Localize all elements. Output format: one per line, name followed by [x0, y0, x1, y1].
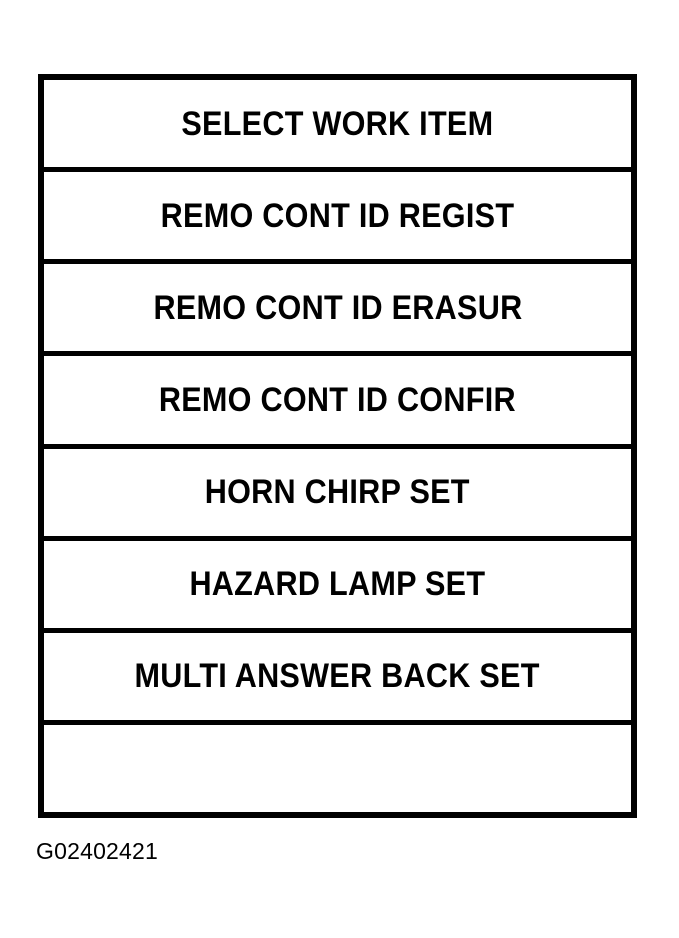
menu-row-blank	[44, 724, 631, 812]
menu-row-label: HORN CHIRP SET	[204, 473, 471, 512]
menu-item-hazard-lamp-set[interactable]: HAZARD LAMP SET	[44, 540, 631, 633]
menu-row-label: MULTI ANSWER BACK SET	[134, 657, 541, 696]
menu-item-multi-answer-back-set[interactable]: MULTI ANSWER BACK SET	[44, 632, 631, 725]
menu-row-label: REMO CONT ID ERASUR	[153, 288, 522, 327]
menu-row-header: SELECT WORK ITEM	[44, 80, 631, 173]
menu-row-label: HAZARD LAMP SET	[189, 565, 486, 604]
menu-item-remo-cont-id-erasur[interactable]: REMO CONT ID ERASUR	[44, 264, 631, 357]
menu-row-label: REMO CONT ID CONFIR	[158, 380, 517, 419]
menu-item-remo-cont-id-regist[interactable]: REMO CONT ID REGIST	[44, 172, 631, 265]
figure-caption: G02402421	[36, 838, 159, 864]
menu-row-label: SELECT WORK ITEM	[181, 104, 494, 143]
menu-row-label: REMO CONT ID REGIST	[160, 196, 515, 235]
menu-item-remo-cont-id-confir[interactable]: REMO CONT ID CONFIR	[44, 356, 631, 449]
menu-item-horn-chirp-set[interactable]: HORN CHIRP SET	[44, 448, 631, 541]
select-work-item-menu: SELECT WORK ITEM REMO CONT ID REGIST REM…	[38, 74, 637, 818]
